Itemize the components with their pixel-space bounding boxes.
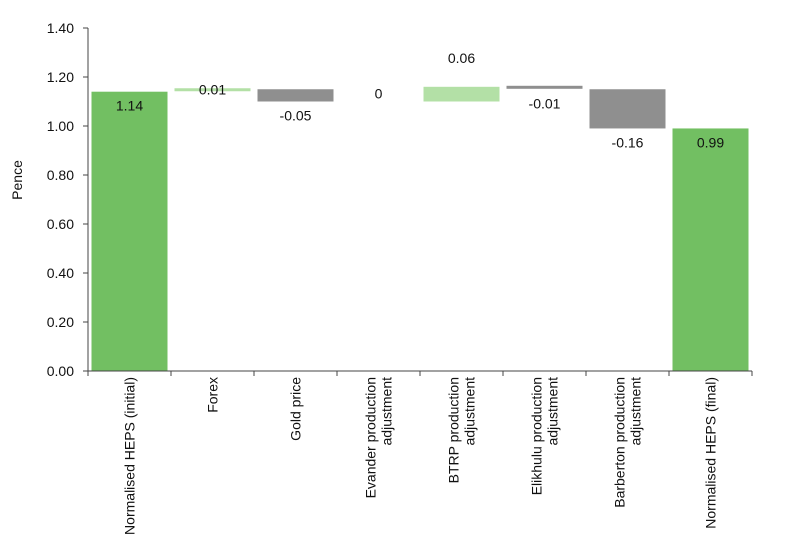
x-tick-label: Elikhulu production — [529, 377, 545, 495]
y-tick-label: 1.00 — [47, 118, 74, 134]
bars — [91, 85, 749, 371]
y-tick-label: 1.20 — [47, 69, 74, 85]
bar-decrease — [506, 85, 583, 89]
bar-total — [91, 91, 168, 371]
data-label: 0 — [375, 86, 383, 102]
data-label: -0.16 — [612, 134, 644, 150]
data-label: -0.01 — [529, 95, 561, 111]
x-tick-label: Forex — [205, 377, 221, 413]
y-tick-label: 0.00 — [47, 363, 74, 379]
bar-total — [672, 128, 749, 371]
bar-decrease — [589, 89, 666, 129]
x-axis-ticks: Normalised HEPS (initial) Forex Gold price… — [87, 371, 753, 535]
data-label: -0.05 — [280, 108, 312, 124]
x-tick-label: adjustment — [379, 377, 395, 446]
y-tick-label: 0.20 — [47, 314, 74, 330]
x-tick-label: Normalised HEPS (final) — [703, 377, 719, 529]
x-tick-label: adjustment — [462, 377, 478, 446]
x-tick-label: Gold price — [288, 377, 304, 441]
bar-increase — [423, 86, 500, 102]
data-label: 0.01 — [199, 81, 226, 97]
x-tick-label: Normalised HEPS (initial) — [122, 377, 138, 535]
x-tick-label: adjustment — [628, 377, 644, 446]
data-label: 0.99 — [697, 134, 724, 150]
data-label: 0.06 — [448, 50, 475, 66]
bar-increase — [174, 88, 251, 92]
x-tick-label: adjustment — [545, 377, 561, 446]
y-tick-label: 0.40 — [47, 265, 74, 281]
y-tick-label: 1.40 — [47, 20, 74, 36]
x-tick-label: BTRP production — [446, 377, 462, 483]
y-axis-ticks: 0.00 0.20 0.40 0.60 0.80 1.00 1.20 1.40 — [47, 20, 88, 379]
bar-decrease — [257, 89, 334, 102]
x-tick-label: Barberton production — [612, 377, 628, 508]
x-tick-label: Evander production — [363, 377, 379, 498]
data-labels: 1.14 0.01 -0.05 0 0.06 -0.01 -0.16 0.99 — [116, 50, 724, 151]
y-tick-label: 0.80 — [47, 167, 74, 183]
y-axis-title: Pence — [9, 160, 25, 200]
data-label: 1.14 — [116, 98, 143, 114]
y-tick-label: 0.60 — [47, 216, 74, 232]
axes — [87, 28, 752, 372]
